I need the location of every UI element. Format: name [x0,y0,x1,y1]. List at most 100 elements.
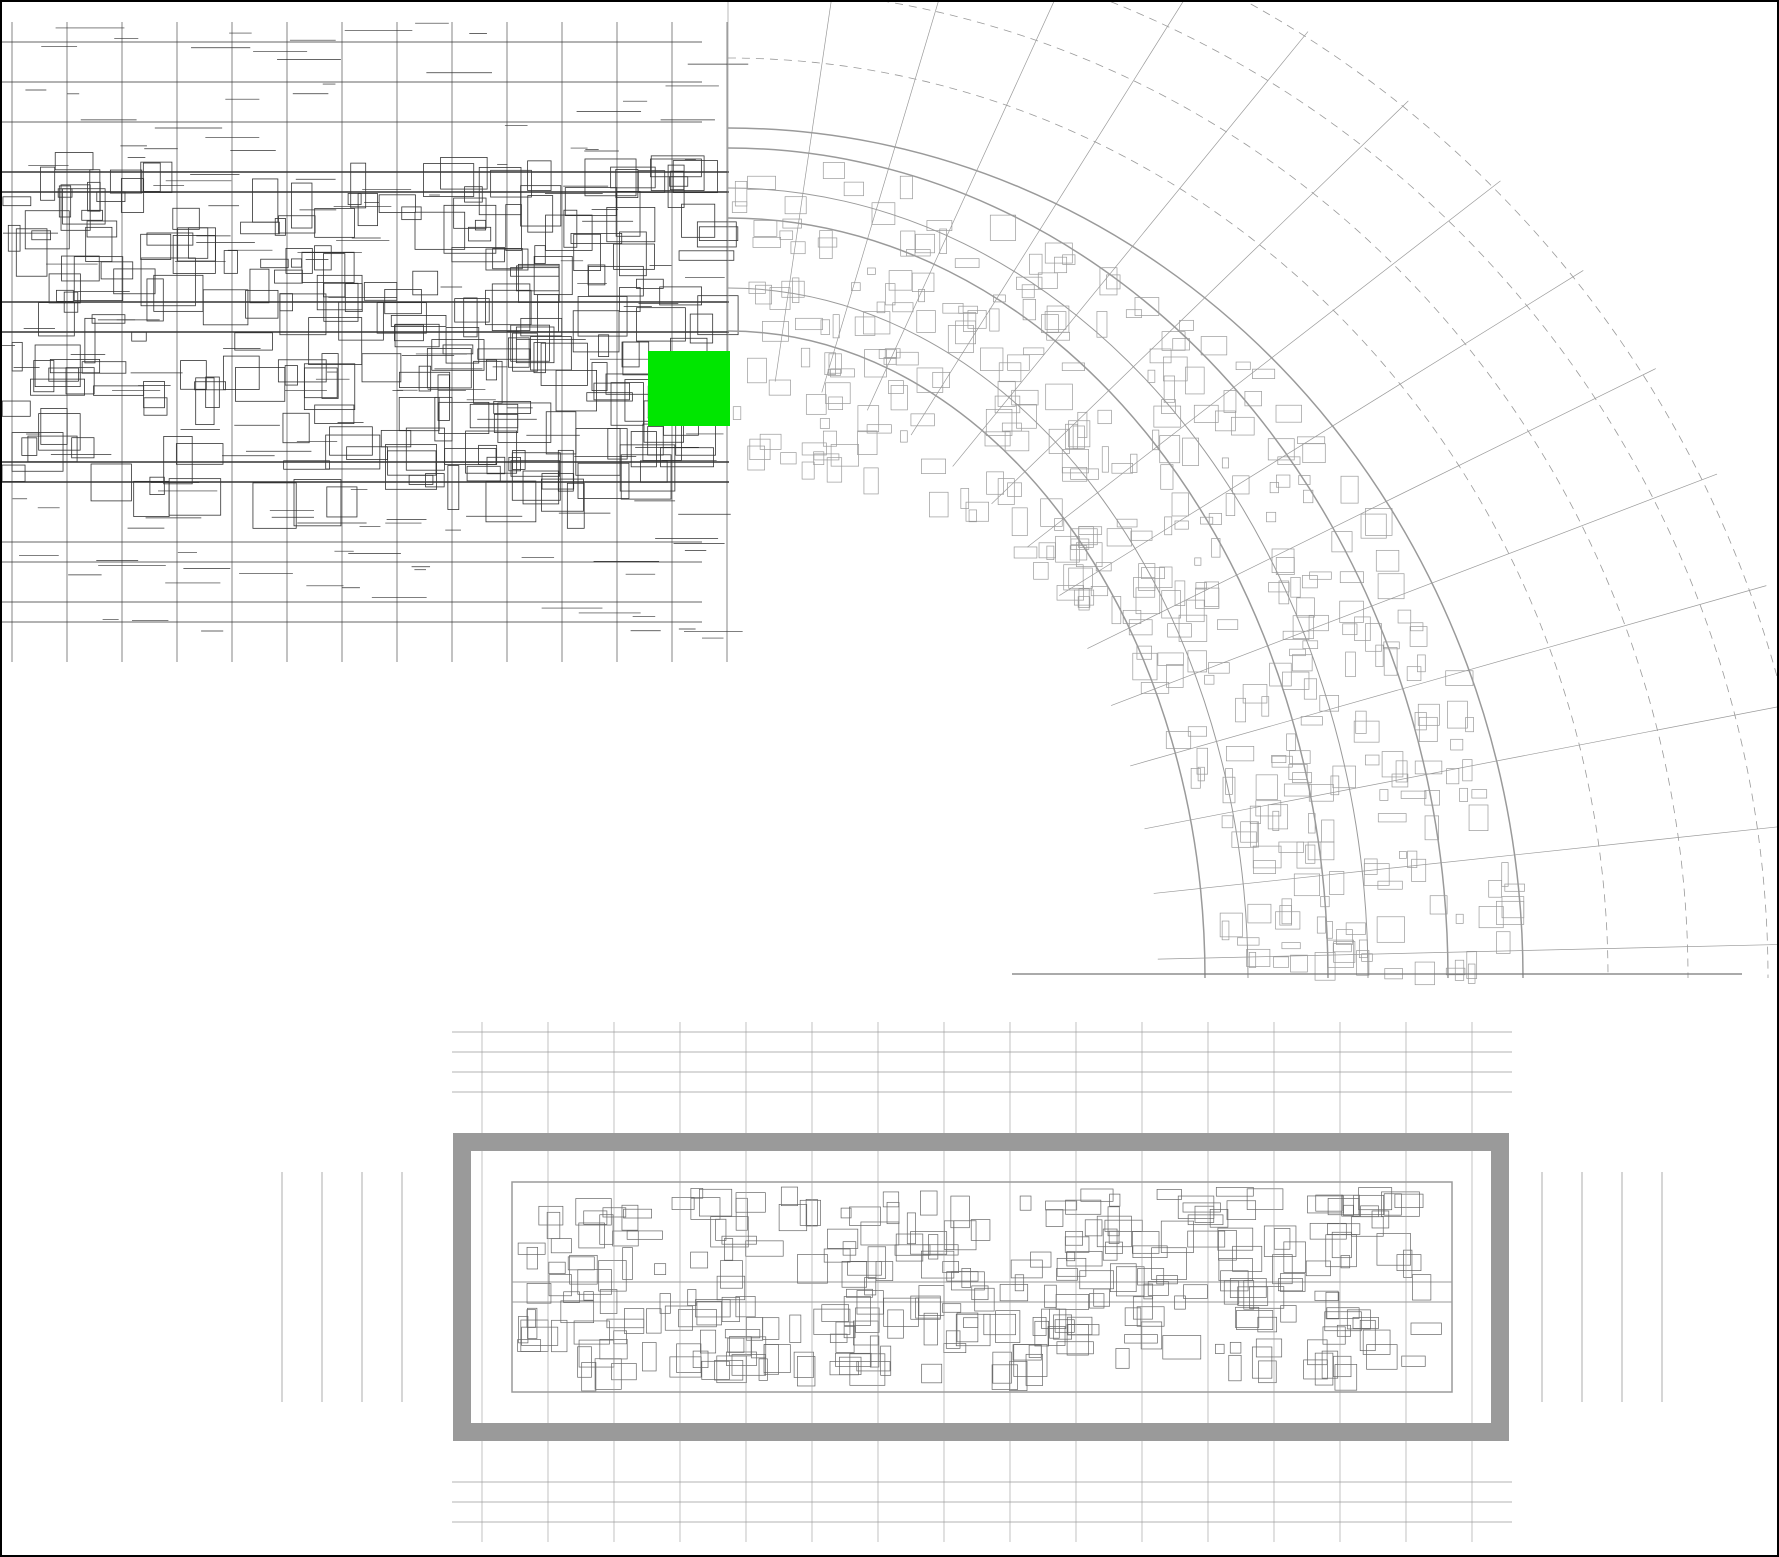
plan-room [1136,1306,1165,1327]
plan-room [1396,1254,1422,1271]
plan-room [664,1305,693,1331]
plan-room [527,160,552,191]
plan-room [361,353,402,383]
plan-room [1501,862,1509,887]
plan-room [279,293,327,336]
plan-room [1412,1274,1432,1301]
plan-room [735,1197,748,1231]
plan-room [895,1233,924,1262]
plan-room [274,218,286,236]
plan-room [690,1188,704,1199]
plan-room [140,257,196,307]
plan-room [73,256,124,301]
plan-room [1195,582,1207,590]
plan-room [960,488,970,509]
plan-room [921,1250,955,1279]
plan-room [1319,695,1340,712]
plan-room [932,371,950,388]
plan-room [1383,647,1398,676]
plan-room [376,302,427,334]
plan-room [15,228,48,277]
plan-room [900,430,908,443]
plan-room [478,444,498,465]
plan-room [763,1344,791,1373]
highlighted-region[interactable] [648,351,730,426]
plan-room [1078,526,1103,535]
plan-room [1009,1360,1028,1391]
plan-room [1104,1219,1143,1232]
plan-room [1187,1230,1226,1248]
plan-room [1376,1233,1411,1266]
plan-room [690,1251,709,1269]
plan-room [1215,410,1236,432]
plan-room [843,181,864,197]
plan-room [34,344,81,388]
plan-room [700,1329,717,1354]
plan-room [1157,652,1184,666]
plan-room [843,1296,871,1326]
plan-room [1177,1195,1215,1219]
plan-room [40,408,68,445]
plan-room [223,250,238,274]
plan-room [884,348,901,359]
plan-room [1266,511,1277,523]
plan-room [517,1339,542,1352]
plan-room [1246,948,1271,967]
plan-room [610,382,644,426]
plan-room [731,201,748,213]
plan-room [249,268,270,304]
plan-room [721,1235,757,1245]
plan-room [899,175,913,200]
plan-room [1013,1344,1048,1377]
plan-room [1194,557,1202,566]
plan-room [1342,623,1358,636]
plan-room [1222,776,1236,804]
plan-room [695,1299,731,1318]
plan-room [1332,943,1352,953]
plan-room [530,336,572,371]
plan-room [1296,597,1315,618]
plan-room [1044,311,1067,330]
plan-room [821,1304,849,1322]
plan-room [463,297,478,338]
plan-room [1399,851,1407,859]
plan-room [401,206,422,221]
plan-room [732,406,742,420]
plan-room [1468,804,1489,831]
plan-room [282,412,310,444]
plan-room [1062,254,1076,265]
plan-room [602,1207,627,1218]
plan-room [1296,841,1322,869]
plan-room [1478,906,1504,929]
plan-room [697,295,739,336]
plan-room [1289,750,1311,764]
plan-room [533,342,546,374]
plan-room [533,255,573,296]
wall-arc [727,187,1369,979]
plan-room [1228,1354,1242,1382]
plan-room [1025,1353,1043,1386]
plan-room [890,385,908,411]
plan-room [304,367,338,399]
plan-room [1300,716,1323,726]
plan-room [378,194,416,213]
plan-room [942,1261,959,1273]
plan-room [1279,905,1293,926]
plan-room [33,360,55,393]
plan-room [1156,1189,1182,1200]
plan-room [1014,1274,1025,1292]
plan-room [1280,1305,1297,1323]
plan-room [1322,1326,1346,1345]
plan-room [1040,498,1063,527]
plan-room [1381,1191,1420,1217]
plan-room [526,1283,552,1304]
plan-room [840,1207,852,1219]
plan-room [1446,768,1460,785]
plan-room [1090,586,1109,597]
plan-room [993,294,1006,303]
plan-room [326,486,358,518]
radial-grid-line [1144,706,1777,830]
plan-room [1429,895,1448,915]
plan-room [1237,1286,1269,1306]
